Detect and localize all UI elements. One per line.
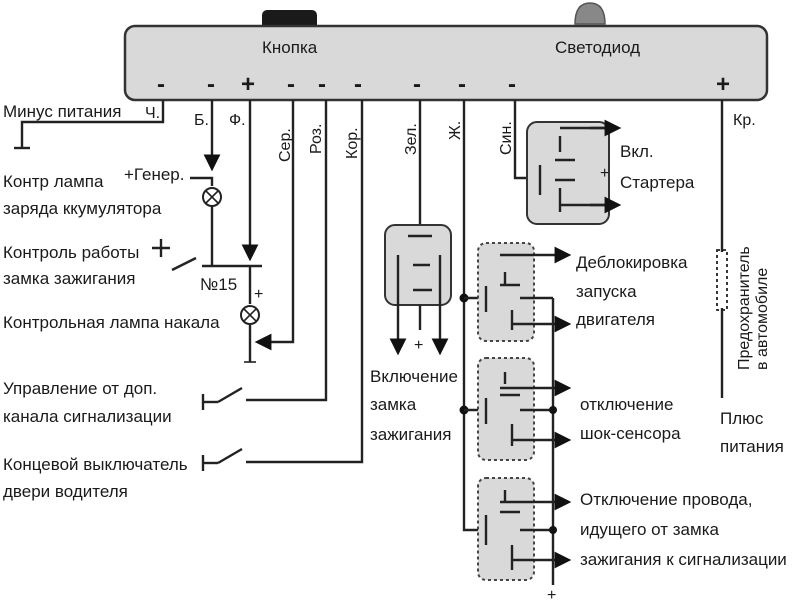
wire-label-f: Ф. — [229, 112, 246, 129]
unit-body — [123, 24, 769, 102]
wire-label-ch: Ч. — [145, 105, 160, 122]
pin-sign: - — [287, 71, 295, 98]
button-label: Кнопка — [262, 38, 318, 57]
wire-label-b: Б. — [194, 112, 209, 129]
alarm-unit: Кнопка Светодиод - - + - - - - - - + — [123, 2, 769, 102]
pin-sign: + — [716, 71, 730, 98]
generator-label: +Генер. — [124, 165, 184, 184]
wire-label-sin: Син. — [498, 121, 515, 155]
ignition-relay: + Включение замка зажигания — [370, 100, 458, 444]
pin-sign: - — [318, 71, 326, 98]
wire-label-roz: Роз. — [308, 124, 325, 154]
wire-label-zel: Зел. — [403, 123, 420, 155]
ignition-ctrl-label: Контроль работы — [3, 243, 139, 262]
unlock-relay: Деблокировка запуска двигателя — [477, 242, 688, 342]
battery-lamp-label: заряда ккумулятора — [3, 199, 162, 218]
starter-label: Вкл. — [620, 142, 654, 161]
fuse-label: в автомобиле — [754, 268, 771, 370]
ignition-ctrl-label: замка зажигания — [3, 269, 135, 288]
wire-off-label: Отключение провода, — [580, 490, 752, 509]
wire-off-label: идущего от замка — [580, 520, 720, 539]
pin-sign: - — [207, 71, 215, 98]
plus-power-label: питания — [720, 437, 784, 456]
wire-label-ser: Сер. — [277, 128, 294, 162]
wire-label-zh: Ж. — [447, 121, 464, 140]
ignition-on-label: замка — [370, 395, 417, 414]
pin-sign: - — [458, 71, 466, 98]
wire-labels: Ч. Б. Ф. Сер. Роз. Кор. Зел. Ж. Син. Кр. — [145, 105, 756, 162]
plus-sign: + — [547, 587, 556, 600]
plus-power-label: Плюс — [720, 409, 764, 428]
pin-sign: - — [508, 71, 516, 98]
plus-sign: + — [254, 286, 263, 303]
fuse — [716, 249, 728, 311]
shock-sensor-relay: отключение шок-сенсора — [477, 357, 681, 461]
led-dome — [574, 2, 606, 25]
left-wiring: Минус питания +Генер. Контр лампа заряда… — [3, 100, 364, 501]
door-switch-label: Концевой выключатель — [3, 455, 188, 474]
shock-sensor-label: шок-сенсора — [580, 424, 681, 443]
starter-relay: + Вкл. Стартера — [513, 100, 695, 225]
wire-label-kor: Кор. — [344, 127, 361, 159]
plus-sign: + — [414, 337, 423, 354]
unlock-label: двигателя — [576, 310, 655, 329]
ignition-on-label: зажигания — [370, 425, 452, 444]
terminal-15-label: №15 — [200, 275, 237, 294]
relay-bus: + — [459, 100, 556, 600]
starter-label: Стартера — [620, 173, 695, 192]
pin-sign: - — [354, 71, 362, 98]
unlock-label: запуска — [576, 282, 637, 301]
aux-channel-label: канала сигнализации — [3, 407, 172, 426]
glow-lamp-label: Контрольная лампа накала — [3, 313, 220, 332]
pin-sign: - — [157, 71, 165, 98]
wire-off-label: зажигания к сигнализации — [580, 550, 787, 569]
ignition-wire-relay: Отключение провода, идущего от замка заж… — [477, 477, 787, 581]
pin-sign: + — [241, 71, 255, 98]
aux-channel-label: Управление от доп. — [3, 379, 157, 398]
shock-sensor-label: отключение — [580, 395, 673, 414]
battery-lamp-label: Контр лампа — [3, 172, 104, 191]
pin-sign: - — [413, 71, 421, 98]
plus-sign: + — [600, 165, 609, 182]
led-label: Светодиод — [555, 38, 640, 57]
door-switch-label: двери водителя — [3, 482, 128, 501]
minus-power-label: Минус питания — [3, 102, 121, 121]
unlock-label: Деблокировка — [576, 253, 688, 272]
wire-label-kr: Кр. — [733, 112, 756, 129]
fuse-label: Предохранитель — [736, 246, 753, 370]
plus-power-line: Предохранитель в автомобиле Плюс питания — [716, 100, 784, 456]
ignition-on-label: Включение — [370, 367, 458, 386]
